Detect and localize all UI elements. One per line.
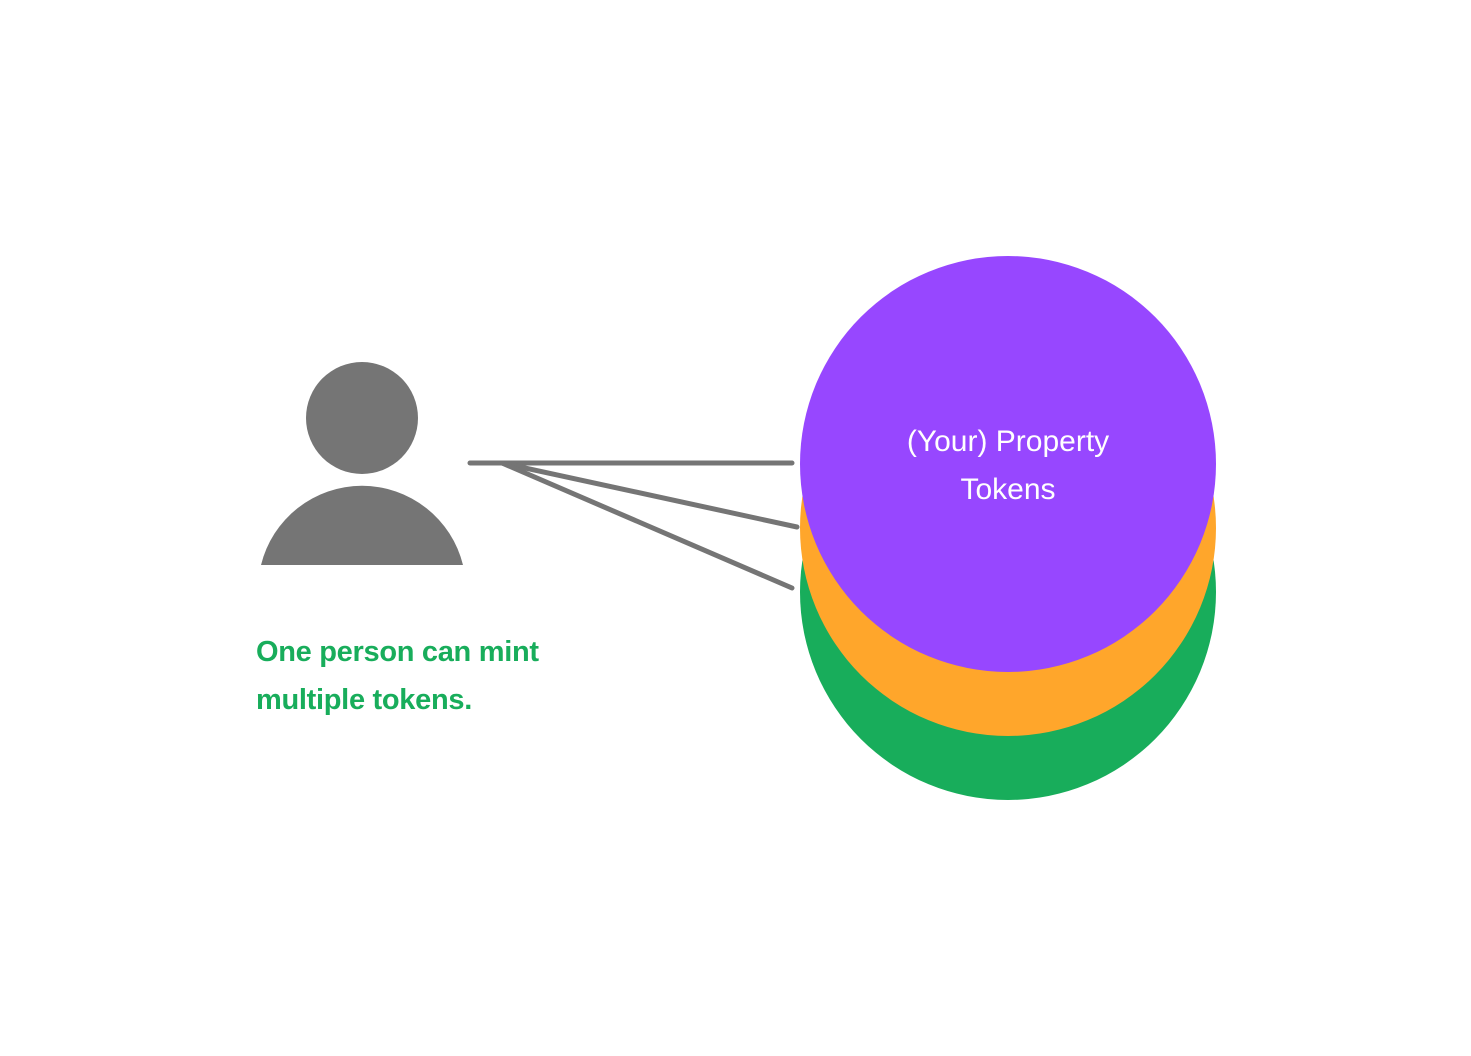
token-stack xyxy=(800,256,1216,800)
token-circle-purple xyxy=(800,256,1216,672)
caption-line1: One person can mint xyxy=(256,636,539,668)
token-label: (Your) Property Tokens xyxy=(800,418,1216,514)
person-icon xyxy=(261,362,463,565)
person-head xyxy=(306,362,418,474)
connectors xyxy=(467,460,800,591)
connector-line-middle xyxy=(499,460,800,530)
caption: One person can mint multiple tokens. xyxy=(256,628,616,724)
token-label-line1: (Your) Property xyxy=(906,425,1110,458)
caption-line2: multiple tokens. xyxy=(256,684,472,716)
token-label-line2: Tokens xyxy=(960,473,1056,506)
connector-line-bottom xyxy=(499,460,795,591)
person-body xyxy=(261,485,463,565)
